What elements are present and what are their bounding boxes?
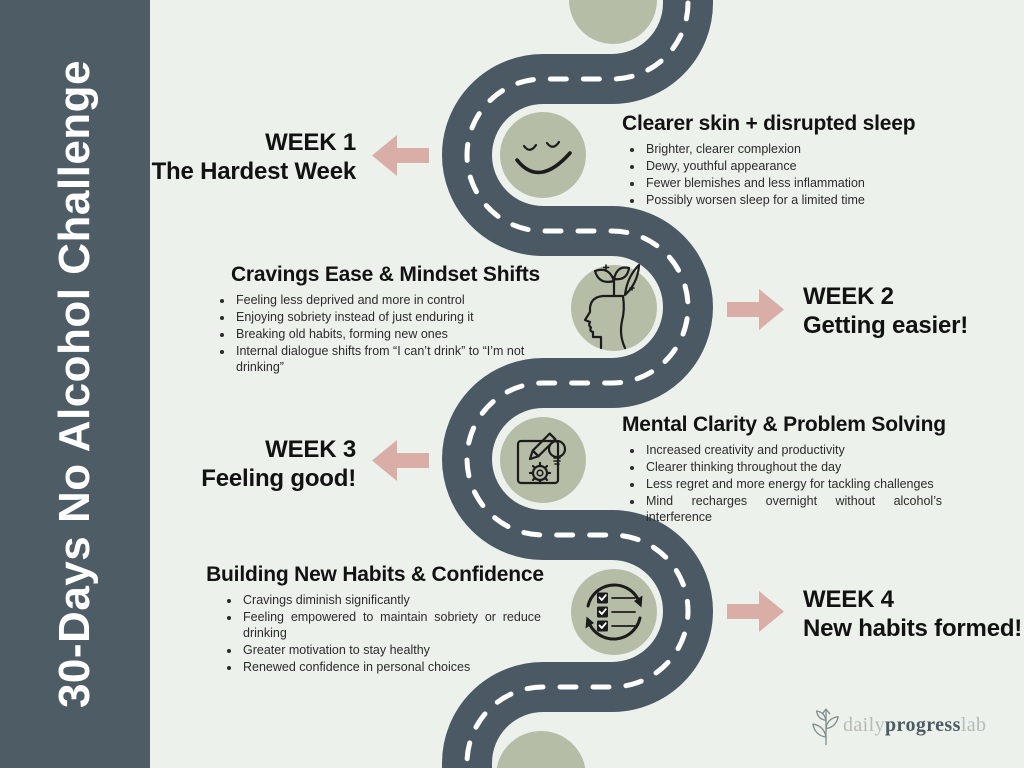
- bullet-item: Fewer blemishes and less inflammation: [644, 175, 974, 191]
- week2-label: WEEK 2 Getting easier!: [803, 282, 968, 340]
- start-node: [569, 0, 657, 44]
- week3-content: Mental Clarity & Problem Solving Increas…: [622, 413, 1022, 526]
- road-centerline: [464, 0, 691, 768]
- bullet-item: Possibly worsen sleep for a limited time: [644, 192, 974, 208]
- week2-content: Cravings Ease & Mindset Shifts Feeling l…: [198, 263, 573, 376]
- bullet-item: Breaking old habits, forming new ones: [234, 326, 534, 342]
- sprout-arrow-icon: [812, 708, 839, 746]
- week1-left-arrow-icon: [372, 135, 429, 176]
- bullet-item: Dewy, youthful appearance: [644, 158, 974, 174]
- week4-label: WEEK 4 New habits formed!: [803, 585, 1022, 643]
- week2-right-arrow-icon: [727, 289, 784, 330]
- bullet-item: Renewed confidence in personal choices: [241, 659, 541, 675]
- week1-label: WEEK 1 The Hardest Week: [150, 128, 357, 186]
- week4-content: Building New Habits & Confidence Craving…: [205, 563, 545, 676]
- week2-label-line1: WEEK 2: [803, 283, 894, 310]
- bullet-item: Cravings diminish significantly: [241, 592, 541, 608]
- week4-right-arrow-icon: [727, 591, 784, 632]
- week3-content-title: Mental Clarity & Problem Solving: [622, 413, 946, 436]
- week3-left-arrow-icon: [372, 440, 429, 481]
- bullet-item: Brighter, clearer complexion: [644, 141, 974, 157]
- week1-content-title: Clearer skin + disrupted sleep: [622, 112, 916, 135]
- week2-bullet-list: Feeling less deprived and more in contro…: [212, 292, 534, 375]
- week1-content: Clearer skin + disrupted sleep Brighter,…: [622, 112, 1022, 209]
- week2-label-line2: Getting easier!: [803, 312, 969, 339]
- week4-node: [571, 569, 657, 655]
- logo-word-lab: lab: [960, 713, 987, 736]
- week3-label-line1: WEEK 3: [265, 436, 356, 463]
- bullet-item: Clearer thinking throughout the day: [644, 459, 942, 475]
- logo-word-progress: progress: [885, 713, 961, 736]
- week3-node: [500, 417, 586, 503]
- week4-content-title: Building New Habits & Confidence: [206, 563, 544, 586]
- bullet-item: Mind recharges overnight without alcohol…: [644, 493, 942, 525]
- week4-label-line1: WEEK 4: [803, 586, 894, 613]
- week2-content-title: Cravings Ease & Mindset Shifts: [230, 263, 541, 286]
- week4-label-line2: New habits formed!: [803, 615, 1023, 642]
- idea-blueprint-icon: [516, 432, 567, 485]
- smiley-face-icon: [515, 140, 572, 175]
- week1-bullet-list: Brighter, clearer complexion Dewy, youth…: [622, 141, 974, 208]
- week1-label-line1: WEEK 1: [265, 129, 356, 156]
- week1-node: [500, 112, 586, 198]
- bullet-item: Increased creativity and productivity: [644, 442, 942, 458]
- bullet-item: Internal dialogue shifts from “I can’t d…: [234, 343, 534, 375]
- brand-logo-text: dailyprogresslab: [843, 714, 986, 737]
- page-title-vertical: 30-Days No Alcohol Challenge: [50, 59, 99, 709]
- brand-logo: dailyprogresslab: [812, 702, 986, 748]
- bullet-item: Feeling less deprived and more in contro…: [234, 292, 534, 308]
- week3-label: WEEK 3 Feeling good!: [150, 435, 356, 493]
- logo-word-daily: daily: [843, 713, 885, 736]
- bullet-item: Enjoying sobriety instead of just enduri…: [234, 309, 534, 325]
- bullet-item: Less regret and more energy for tackling…: [644, 476, 942, 492]
- week3-label-line2: Feeling good!: [201, 465, 356, 492]
- bullet-item: Feeling empowered to maintain sobriety o…: [241, 609, 541, 641]
- mind-growth-icon: [583, 263, 641, 350]
- end-node: [496, 731, 586, 768]
- week4-bullet-list: Cravings diminish significantly Feeling …: [219, 592, 541, 675]
- sidebar: [0, 0, 150, 768]
- habit-cycle-checklist-icon: [585, 583, 643, 641]
- week3-bullet-list: Increased creativity and productivity Cl…: [622, 442, 942, 525]
- week1-label-line2: The Hardest Week: [151, 158, 357, 185]
- week2-node: [571, 263, 657, 351]
- bullet-item: Greater motivation to stay healthy: [241, 642, 541, 658]
